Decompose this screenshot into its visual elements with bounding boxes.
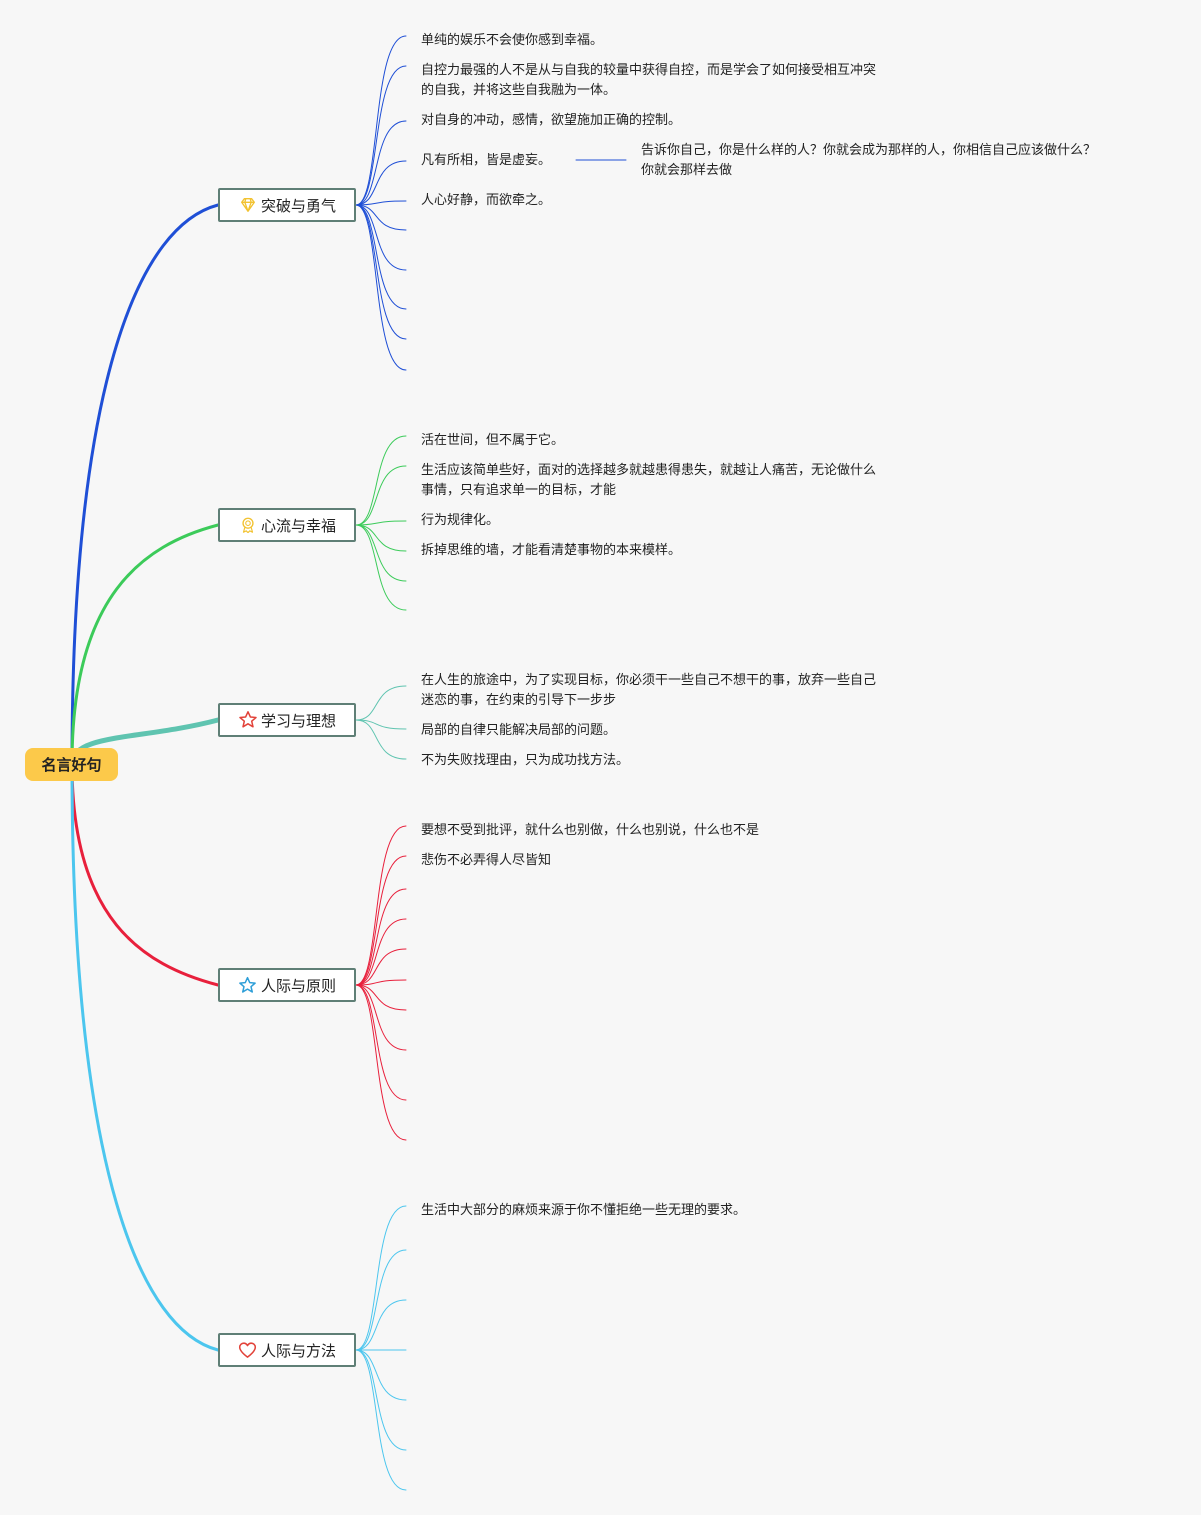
leaf-text: 生活中大部分的麻烦来源于你不懂拒绝一些无理的要求。 (421, 1203, 747, 1218)
leaf-topic[interactable]: 对自身的冲动，感情，欲望施加正确的控制。 (421, 111, 681, 131)
leaf-text: 要想不受到批评，就什么也别做，什么也别说，什么也不是 (421, 823, 760, 838)
leaf-topic[interactable]: 不为失败找理由，只为成功找方法。 (421, 751, 629, 771)
leaf-line (355, 984, 407, 1051)
leaf-text: 自控力最强的人不是从与自我的较量中获得自控，而是学会了如何接受相互冲突 (421, 63, 877, 78)
leaf-topic[interactable]: 悲伤不必弄得人尽皆知 (421, 851, 551, 871)
leaf-line (355, 1349, 407, 1451)
leaf-text: 活在世间，但不属于它。 (421, 433, 565, 448)
branch-topic-relations-principles[interactable]: 人际与原则 (218, 968, 356, 1002)
leaf-line (355, 685, 407, 721)
leaf-line (355, 984, 407, 1141)
branch-label: 心流与幸福 (260, 516, 336, 535)
leaf-line (355, 984, 407, 1101)
leaf-text: 对自身的冲动，感情，欲望施加正确的控制。 (421, 113, 682, 128)
leaf-topic[interactable]: 生活应该简单些好，面对的选择越多就越患得患失，就越让人痛苦，无论做什么事情，只有… (421, 461, 876, 501)
leaf-line (355, 524, 407, 552)
branch-label: 人际与原则 (260, 976, 336, 995)
leaf-topic[interactable]: 人心好静，而欲牵之。 (421, 191, 551, 211)
leaf-line (355, 204, 407, 231)
leaf-line (355, 1349, 407, 1491)
star-icon (238, 710, 258, 730)
leaf-topic[interactable]: 行为规律化。 (421, 511, 499, 531)
leaf-text: 局部的自律只能解决局部的问题。 (421, 723, 617, 738)
leaf-topic[interactable]: 拆掉思维的墙，才能看清楚事物的本来模样。 (421, 541, 681, 561)
leaf-topic[interactable]: 生活中大部分的麻烦来源于你不懂拒绝一些无理的要求。 (421, 1201, 746, 1221)
leaf-line (355, 888, 407, 986)
leaf-line (355, 1299, 407, 1351)
leaf-text: 拆掉思维的墙，才能看清楚事物的本来模样。 (421, 543, 682, 558)
leaf-text: 悲伤不必弄得人尽皆知 (421, 853, 552, 868)
leaf-topic[interactable]: 单纯的娱乐不会使你感到幸福。 (421, 31, 603, 51)
leaf-line (355, 948, 407, 986)
leaf-text: 单纯的娱乐不会使你感到幸福。 (421, 33, 604, 48)
leaf-line (355, 1349, 407, 1401)
leaf-line (355, 1205, 407, 1351)
leaf-text: 在人生的旅途中，为了实现目标，你必须干一些自己不想干的事，放弃一些自己 (421, 673, 877, 688)
leaf-line (355, 979, 407, 986)
leaf-text-line2: 事情，只有追求单一的目标，才能 (421, 483, 617, 498)
leaf-text: 人心好静，而欲牵之。 (421, 193, 552, 208)
medal-icon (238, 515, 258, 535)
leaf-text: 凡有所相，皆是虚妄。 (421, 153, 552, 168)
leaf-line (355, 465, 407, 526)
leaf-line (355, 719, 407, 760)
leaf-line (355, 855, 407, 986)
leaf-line (355, 160, 407, 206)
branch-topic-breakthrough-courage[interactable]: 突破与勇气 (218, 188, 356, 222)
star-outline-icon (238, 975, 258, 995)
leaf-topic[interactable]: 在人生的旅途中，为了实现目标，你必须干一些自己不想干的事，放弃一些自己迷恋的事，… (421, 671, 876, 711)
branch-label: 人际与方法 (260, 1341, 336, 1360)
leaf-line (355, 719, 407, 730)
root-topic[interactable]: 名言好句 (25, 748, 118, 781)
leaf-text-line2: 的自我，并将这些自我融为一体。 (421, 83, 617, 98)
leaf-topic[interactable]: 凡有所相，皆是虚妄。 (421, 151, 551, 171)
sub-leaf-text-line2: 你就会那样去做 (641, 163, 733, 178)
leaf-topic[interactable]: 要想不受到批评，就什么也别做，什么也别说，什么也不是 (421, 821, 759, 841)
branch-label: 突破与勇气 (260, 196, 336, 215)
diamond-icon (238, 195, 258, 215)
leaf-line (355, 918, 407, 986)
leaf-text: 行为规律化。 (421, 513, 500, 528)
leaf-line (355, 35, 407, 206)
leaf-line (355, 520, 407, 526)
leaf-line (355, 204, 407, 371)
leaf-line (355, 524, 407, 611)
leaf-line (355, 200, 407, 206)
leaf-topic[interactable]: 局部的自律只能解决局部的问题。 (421, 721, 616, 741)
leaf-line (355, 204, 407, 271)
leaf-line (355, 524, 407, 582)
leaf-line (355, 984, 407, 1011)
leaf-topic[interactable]: 自控力最强的人不是从与自我的较量中获得自控，而是学会了如何接受相互冲突的自我，并… (421, 61, 876, 101)
trunk-line (70, 762, 220, 987)
heart-icon (238, 1340, 258, 1360)
leaf-text: 不为失败找理由，只为成功找方法。 (421, 753, 630, 768)
leaf-line (355, 1249, 407, 1351)
branch-topic-learning-ideals[interactable]: 学习与理想 (218, 703, 356, 737)
branch-label: 学习与理想 (260, 711, 336, 730)
trunk-line (70, 762, 220, 1352)
trunk-line (70, 203, 220, 766)
leaf-line (355, 120, 407, 206)
leaf-line (355, 65, 407, 206)
leaf-text: 生活应该简单些好，面对的选择越多就越患得患失，就越让人痛苦，无论做什么 (421, 463, 877, 478)
leaf-text-line2: 迷恋的事，在约束的引导下一步步 (421, 693, 617, 708)
sub-leaf-topic[interactable]: 告诉你自己，你是什么样的人？你就会成为那样的人，你相信自己应该做什么？ 你就会那样… (641, 141, 1096, 181)
leaf-line (355, 825, 407, 986)
sub-leaf-text: 告诉你自己，你是什么样的人？你就会成为那样的人，你相信自己应该做什么？ (641, 143, 1097, 158)
leaf-line (355, 435, 407, 526)
leaf-topic[interactable]: 活在世间，但不属于它。 (421, 431, 564, 451)
branch-topic-relations-methods[interactable]: 人际与方法 (218, 1333, 356, 1367)
trunk-line (70, 523, 220, 766)
branch-topic-flow-happiness[interactable]: 心流与幸福 (218, 508, 356, 542)
